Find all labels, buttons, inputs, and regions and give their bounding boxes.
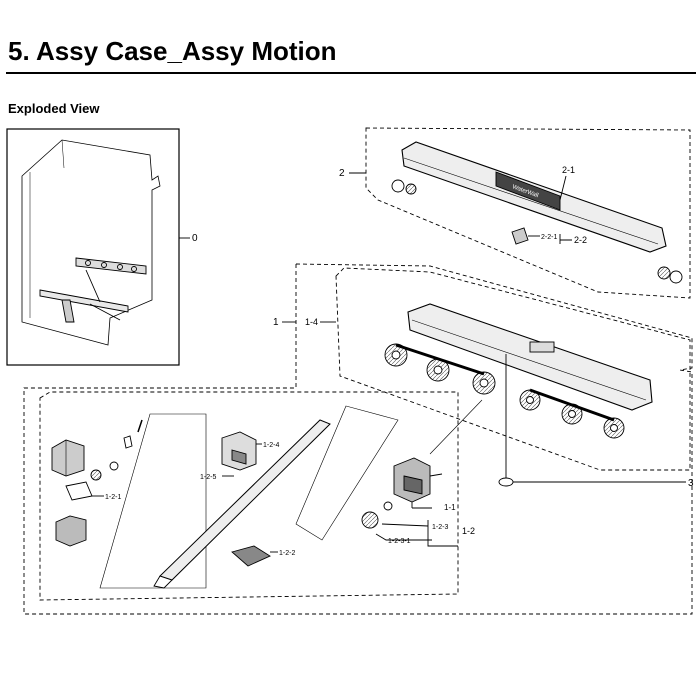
label-part-1-2-1: 1-2-1	[105, 494, 121, 501]
label-part-0: 0	[192, 233, 198, 244]
label-part-1-2: 1-2	[462, 526, 475, 536]
label-part-2-2-1: 2-2-1	[541, 234, 557, 241]
label-part-1-2-3: 1-2-3	[432, 524, 448, 531]
label-part-1: 1	[273, 317, 279, 328]
sensor-part	[498, 354, 686, 487]
overview-box	[6, 128, 190, 366]
label-part-2-1: 2-1	[562, 165, 575, 175]
label-part-1-2-5: 1-2-5	[200, 474, 216, 481]
label-part-1-1: 1-1	[444, 503, 456, 512]
page-title: 5. Assy Case_Assy Motion	[8, 36, 337, 66]
motion-rail-box	[320, 267, 691, 471]
section-subtitle: Exploded View	[8, 101, 100, 116]
label-part-1-2-3-1: 1-2-3-1	[388, 538, 411, 545]
label-part-2-2: 2-2	[574, 235, 587, 245]
water-wall-box	[349, 127, 691, 299]
motor-assembly-box	[39, 391, 483, 601]
label-part-1-4: 1-4	[305, 317, 318, 327]
label-part-1-2-4: 1-2-4	[263, 442, 279, 449]
label-part-3: 3	[688, 478, 694, 489]
label-part-2: 2	[339, 168, 345, 179]
assy-motion-box	[23, 263, 693, 615]
label-part-1-2-2: 1-2-2	[279, 550, 295, 557]
title-underline	[6, 72, 696, 74]
